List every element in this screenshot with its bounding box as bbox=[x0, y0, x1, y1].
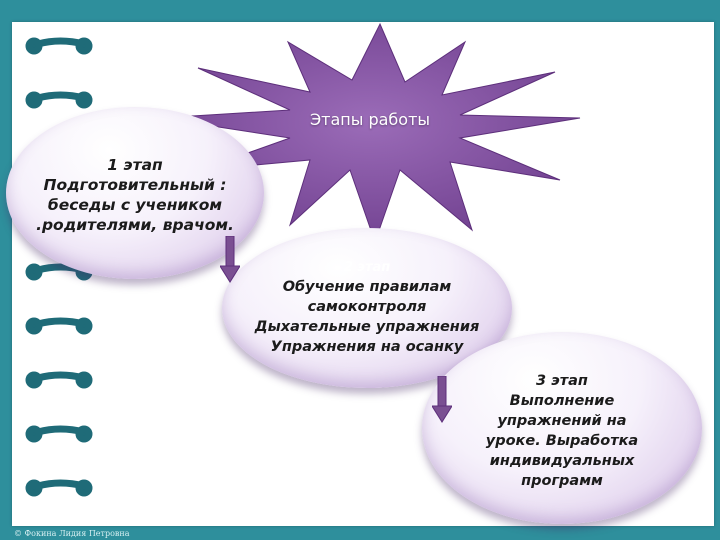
binder-rings bbox=[25, 37, 93, 497]
stage-2-line: самоконтроля bbox=[307, 299, 427, 315]
diagram-title: Этапы работы bbox=[309, 110, 431, 129]
copyright-footer: © Фокина Лидия Петровна bbox=[14, 529, 130, 538]
stage-2-overlay-label: 2 этап bbox=[343, 260, 391, 275]
stage-3-line: 3 этап bbox=[536, 373, 588, 389]
stage-2-line: Упражнения на осанку bbox=[270, 339, 464, 355]
stage-1-line: 1 этап bbox=[107, 156, 163, 174]
stage-3-line: программ bbox=[521, 473, 603, 489]
stage-2-line: Дыхательные упражнения bbox=[254, 319, 480, 335]
binder-ring bbox=[25, 37, 93, 497]
stage-1-line: беседы с учеником bbox=[47, 196, 223, 214]
down-arrow-icon bbox=[220, 236, 240, 283]
down-arrow-icon bbox=[432, 376, 452, 423]
stage-1-line: Подготовительный : bbox=[43, 176, 227, 194]
stage-3-bubble: 3 этап Выполнение упражнений на уроке. В… bbox=[422, 332, 702, 524]
stage-3-line: Выполнение bbox=[509, 393, 615, 409]
stage-3-line: упражнений на bbox=[497, 413, 627, 429]
stage-2-line: Обучение правилам bbox=[282, 279, 452, 295]
stage-1-bubble: 1 этап Подготовительный : беседы с учени… bbox=[6, 107, 264, 279]
stage-1-line: .родителями, врачом. bbox=[36, 216, 234, 234]
stage-2-bubble: 2 этап Обучение правилам самоконтроля Ды… bbox=[222, 228, 512, 388]
stage-3-line: индивидуальных bbox=[489, 453, 635, 469]
stage-3-line: уроке. Выработка bbox=[485, 433, 639, 449]
